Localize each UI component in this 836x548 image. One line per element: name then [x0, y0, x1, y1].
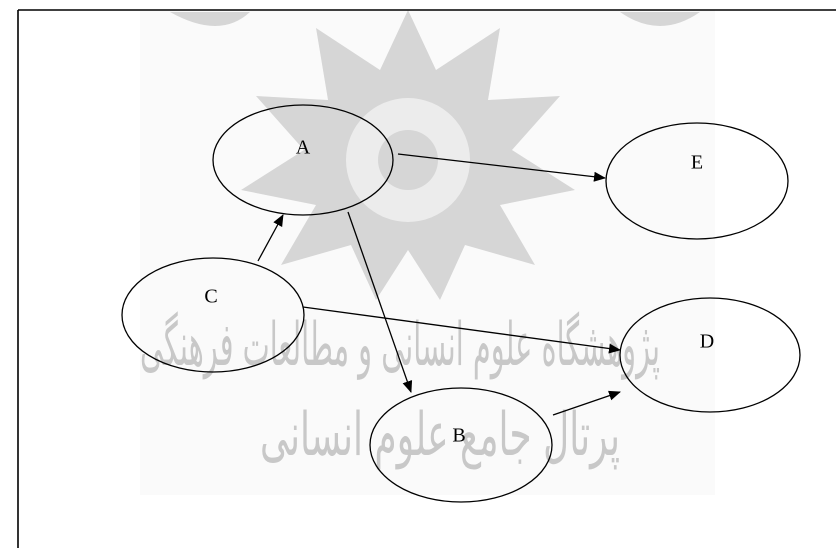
node-b-label: B — [452, 425, 465, 447]
node-b: B — [369, 387, 553, 503]
node-b-ellipse — [369, 387, 553, 503]
node-d: D — [619, 297, 801, 413]
edge-c-to-d — [302, 306, 621, 354]
node-c-label: C — [204, 286, 217, 308]
node-e: E — [605, 122, 789, 240]
edge-b-to-d — [552, 390, 621, 416]
node-e-label: E — [691, 152, 703, 174]
watermark-text-line2: پرتال جامع علوم انسانی — [260, 400, 620, 470]
node-c-ellipse — [121, 257, 305, 373]
watermark-text-line1: پژوهشگاه علوم انسانی و مطالعات فرهنگی — [140, 310, 660, 380]
node-a-label: A — [296, 137, 311, 159]
edge-a-to-e — [397, 153, 606, 182]
node-a: A — [212, 104, 394, 216]
node-c: C — [121, 257, 305, 373]
node-d-ellipse — [619, 297, 801, 413]
node-a-ellipse — [212, 104, 394, 216]
node-d-label: D — [700, 331, 714, 353]
edge-c-to-a — [257, 214, 284, 262]
node-e-ellipse — [605, 122, 789, 240]
edge-a-to-b — [347, 211, 413, 393]
